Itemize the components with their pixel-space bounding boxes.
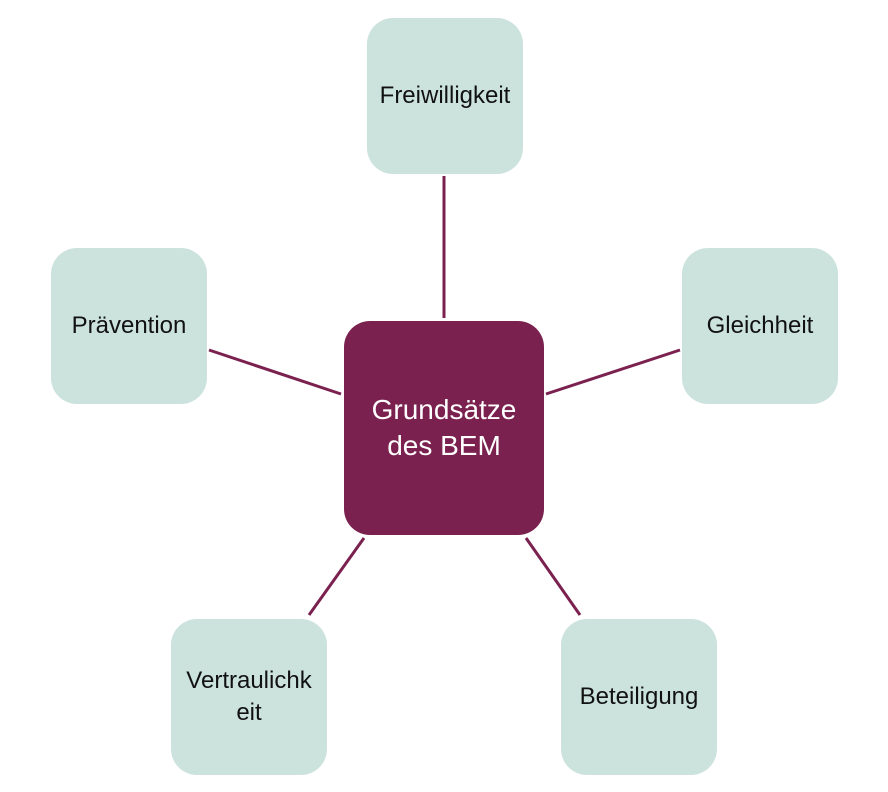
node-gleichheit[interactable]: Gleichheit <box>682 248 838 404</box>
node-label-freiwilligkeit: Freiwilligkeit <box>379 82 511 109</box>
center-node-label: Grundsätze des BEM <box>371 394 517 461</box>
connector-vertraulichkeit <box>307 537 366 616</box>
connector-gleichheit <box>545 348 681 396</box>
node-label-beteiligung: Beteiligung <box>579 683 699 710</box>
node-label-gleichheit: Gleichheit <box>706 312 814 339</box>
node-label-praevention: Prävention <box>71 312 187 339</box>
node-praevention[interactable]: Prävention <box>51 248 207 404</box>
node-freiwilligkeit[interactable]: Freiwilligkeit <box>367 18 523 174</box>
connector-praevention <box>208 348 342 396</box>
node-beteiligung[interactable]: Beteiligung <box>561 619 717 775</box>
center-node[interactable]: Grundsätze des BEM <box>344 321 544 535</box>
node-vertraulichkeit[interactable]: Vertraulichkeit <box>171 619 327 775</box>
node-label-vertraulichkeit: Vertraulichkeit <box>186 667 312 726</box>
connector-beteiligung <box>524 537 582 616</box>
